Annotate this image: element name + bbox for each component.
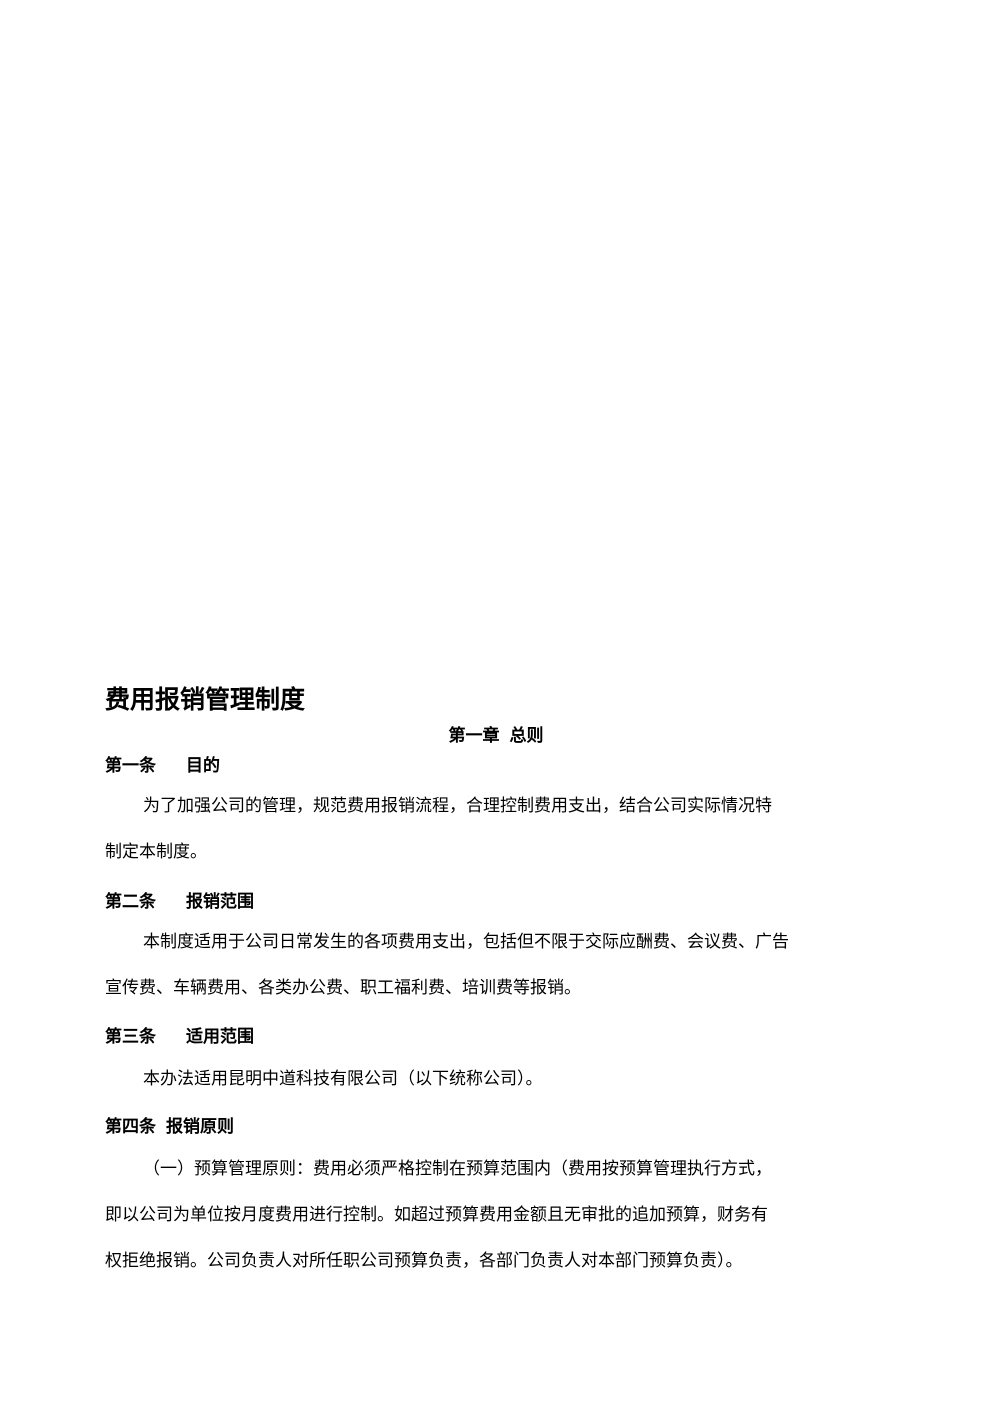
article-heading-2: 第二条 报销范围 xyxy=(105,887,254,912)
article-title: 报销原则 xyxy=(166,1117,234,1137)
article-body-2: 本制度适用于公司日常发生的各项费用支出，包括但不限于交际应酬费、会议费、广告 宣… xyxy=(105,919,889,1011)
article-heading-3: 第三条 适用范围 xyxy=(105,1022,254,1047)
article-number: 第一条 xyxy=(105,756,156,776)
document-title: 费用报销管理制度 xyxy=(105,685,306,714)
paragraph-line: 为了加强公司的管理，规范费用报销流程，合理控制费用支出，结合公司实际情况特 xyxy=(143,796,772,816)
article-heading-1: 第一条 目的 xyxy=(105,751,220,776)
article-body-4: （一）预算管理原则：费用必须严格控制在预算范围内（费用按预算管理执行方式， 即以… xyxy=(105,1146,889,1284)
article-title: 适用范围 xyxy=(186,1027,254,1047)
article-title: 目的 xyxy=(186,756,220,776)
paragraph-line: （一）预算管理原则：费用必须严格控制在预算范围内（费用按预算管理执行方式， xyxy=(143,1159,772,1179)
article-heading-4: 第四条报销原则 xyxy=(105,1112,234,1137)
chapter-name: 总则 xyxy=(509,726,544,746)
article-title: 报销范围 xyxy=(186,892,254,912)
paragraph-line: 宣传费、车辆费用、各类办公费、职工福利费、培训费等报销。 xyxy=(105,978,581,998)
article-body-1: 为了加强公司的管理，规范费用报销流程，合理控制费用支出，结合公司实际情况特 制定… xyxy=(105,783,889,875)
article-body-3: 本办法适用昆明中道科技有限公司（以下统称公司）。 xyxy=(105,1056,889,1102)
paragraph-line: 即以公司为单位按月度费用进行控制。如超过预算费用金额且无审批的追加预算，财务有 xyxy=(105,1205,768,1225)
article-number: 第四条 xyxy=(105,1117,156,1137)
article-number: 第三条 xyxy=(105,1027,156,1047)
chapter-heading: 第一章总则 xyxy=(0,721,992,746)
paragraph-line: 本办法适用昆明中道科技有限公司（以下统称公司）。 xyxy=(143,1069,543,1089)
paragraph-line: 权拒绝报销。公司负责人对所任职公司预算负责，各部门负责人对本部门预算负责）。 xyxy=(105,1251,743,1271)
chapter-number: 第一章 xyxy=(448,726,500,746)
paragraph-line: 本制度适用于公司日常发生的各项费用支出，包括但不限于交际应酬费、会议费、广告 xyxy=(143,932,789,952)
paragraph-line: 制定本制度。 xyxy=(105,842,207,862)
article-number: 第二条 xyxy=(105,892,156,912)
